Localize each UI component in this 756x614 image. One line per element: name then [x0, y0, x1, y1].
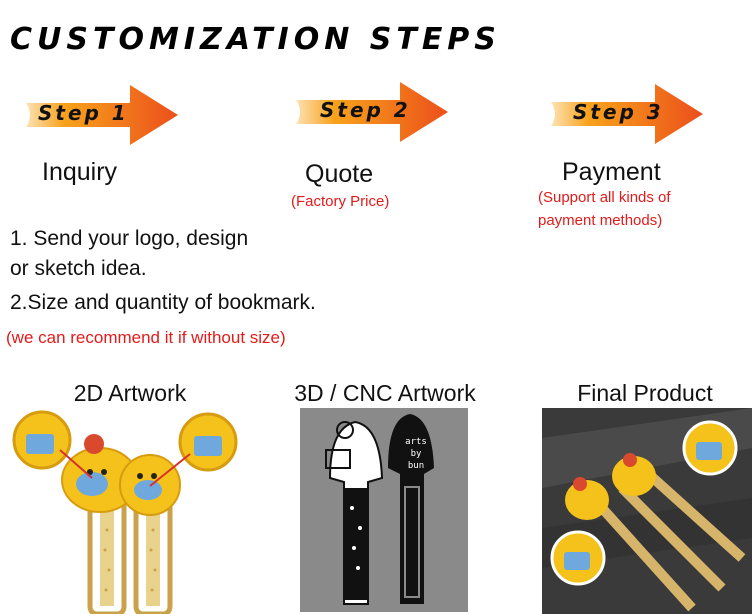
art-text-block: arts by bun [398, 436, 434, 472]
instruction-line-1: 1. Send your logo, design [10, 227, 249, 250]
arrow-right-icon [296, 82, 448, 142]
art-text-2: by [410, 449, 422, 459]
size-note: (we can recommend it if without size) [6, 328, 286, 347]
quote-note: (Factory Price) [291, 193, 390, 210]
step-2-arrow: Step 2 [290, 72, 480, 152]
step-1-arrow: Step 1 [20, 75, 210, 155]
step-3-label: Step 3 [573, 100, 664, 124]
instruction-line-2: or sketch idea. [10, 257, 147, 280]
stage-inquiry: Inquiry [42, 158, 118, 186]
stage-payment: Payment [562, 158, 661, 186]
art-text-1: arts [405, 437, 427, 447]
step-1-label: Step 1 [38, 101, 129, 125]
payment-note-line1: (Support all kinds of [538, 189, 671, 206]
bookmark-right [119, 454, 181, 614]
stage-quote: Quote [305, 160, 374, 188]
step-3-arrow: Step 3 [545, 74, 735, 154]
art-text-3: bun [407, 461, 425, 471]
artwork-2d-image [0, 410, 270, 614]
instruction-line-3: 2.Size and quantity of bookmark. [10, 291, 316, 314]
payment-note-line2: payment methods) [538, 212, 663, 229]
step-2-label: Step 2 [320, 98, 411, 122]
arrow-right-icon [26, 85, 178, 145]
final-product-image [542, 408, 752, 614]
panel-title-3d: 3D / CNC Artwork [294, 380, 476, 406]
page-title: CUSTOMIZATION STEPS [10, 22, 501, 57]
artwork-3d-image: arts by bun [300, 408, 468, 612]
panel-title-final: Final Product [577, 380, 713, 406]
arrow-right-icon [551, 84, 703, 144]
bookmark-left [61, 434, 139, 614]
panel-title-2d: 2D Artwork [73, 380, 187, 406]
